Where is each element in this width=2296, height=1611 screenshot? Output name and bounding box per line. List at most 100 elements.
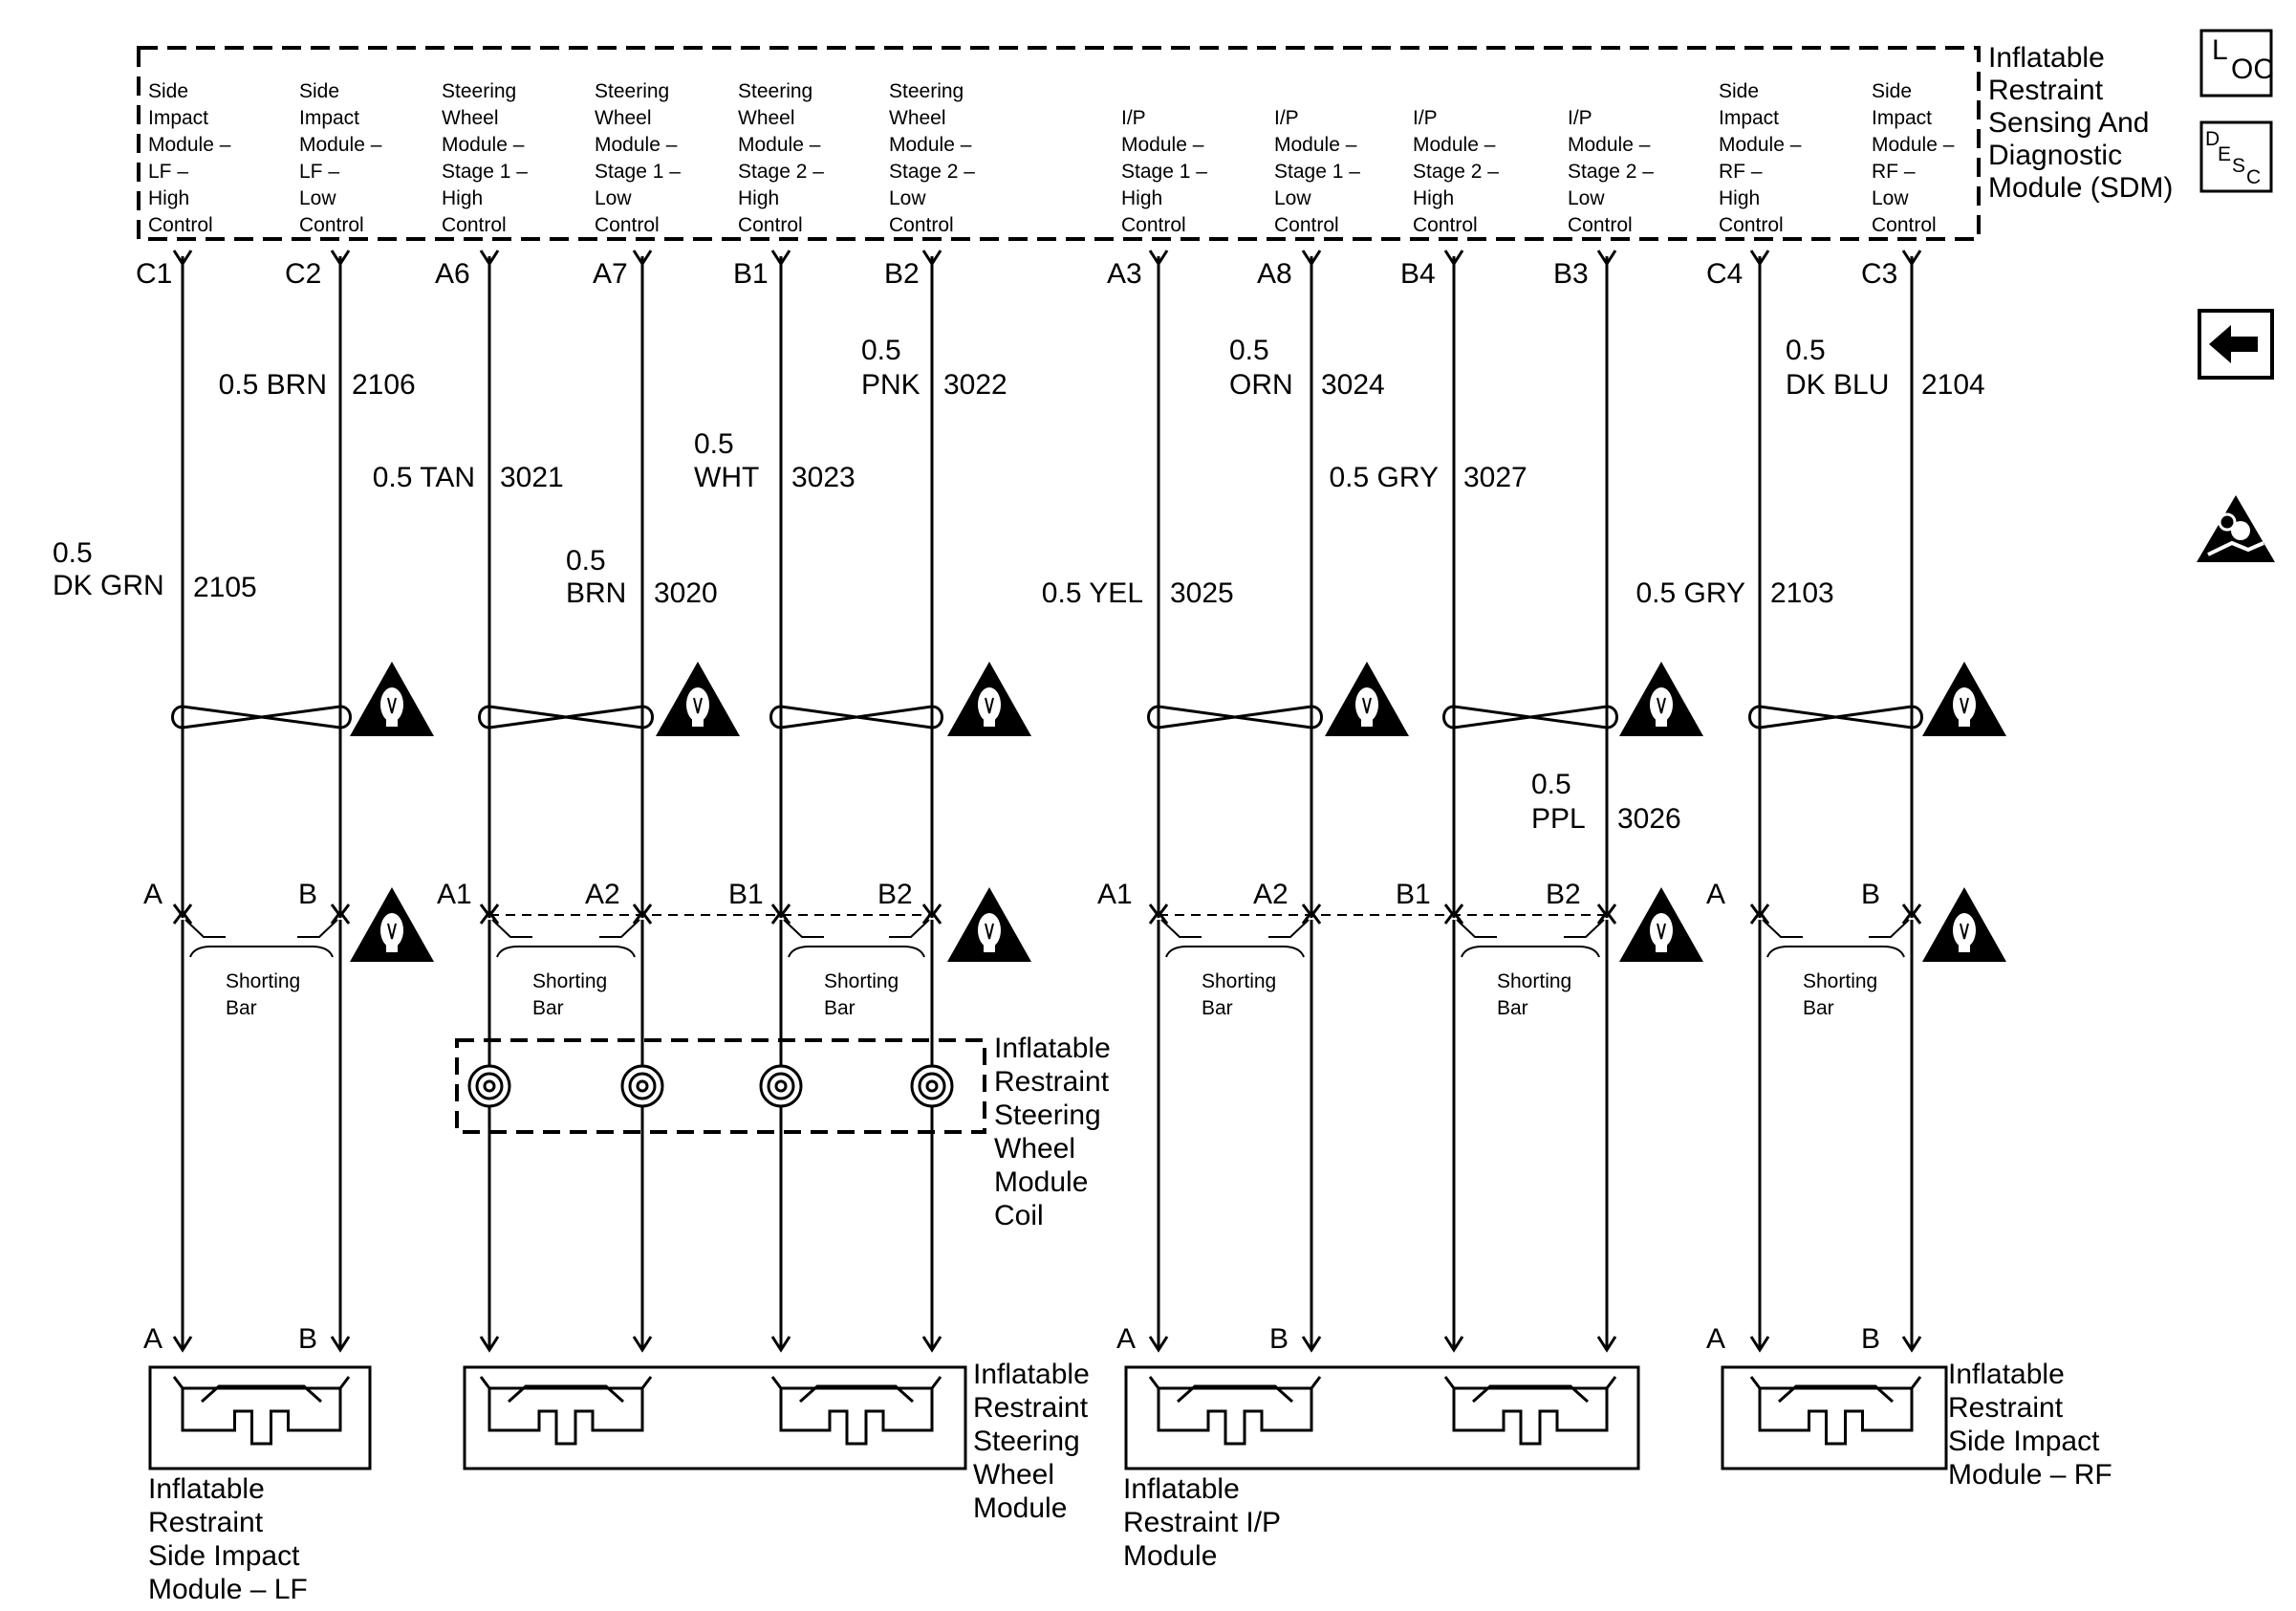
shorting-bar-label: Bar — [532, 997, 564, 1019]
wire-8 — [1443, 250, 1464, 1353]
warning-filament — [1960, 923, 1969, 940]
loc-icon-frame[interactable] — [2199, 29, 2273, 98]
airbag-head[interactable] — [2231, 521, 2250, 540]
twist-cap — [641, 705, 654, 729]
airbag-bag[interactable] — [2218, 512, 2237, 532]
sdm-channel-label: Control — [889, 214, 954, 236]
loc-icon[interactable]: LOC — [2199, 29, 2274, 98]
wire-4 — [770, 250, 791, 1353]
airbag-body[interactable] — [2207, 540, 2264, 556]
warning-bulb-base — [1959, 719, 1970, 727]
wire-arrow — [1749, 1336, 1770, 1353]
sdm-channel-label: Steering — [442, 80, 516, 102]
sdm-channel-label: Module – — [595, 134, 678, 156]
shorting-bar-label: Shorting — [824, 970, 899, 992]
wire-arrow — [770, 1336, 791, 1353]
wire-circuit-label: 3020 — [654, 577, 718, 609]
connector-pin-label: B — [298, 879, 317, 910]
sdm-pin-label: B4 — [1400, 258, 1436, 290]
wire-circuit-label: 2105 — [193, 572, 257, 603]
warning-filament — [1657, 923, 1666, 940]
wire-color-label: WHT — [694, 462, 759, 493]
module-pin-label: B — [1861, 1323, 1880, 1355]
twist-cap — [478, 705, 490, 729]
shorting-bar-line — [783, 919, 824, 938]
coil-ring — [467, 1064, 511, 1108]
shorting-bar-label: Bar — [1803, 997, 1834, 1019]
connector-terminal — [921, 909, 942, 925]
connector-terminal — [479, 909, 500, 925]
twist-cap — [769, 705, 782, 729]
twist-cap — [1310, 705, 1323, 729]
back-arrow-shape[interactable] — [2209, 325, 2258, 363]
shorting-bar-line — [297, 919, 338, 938]
warning-filament — [1657, 697, 1666, 714]
coil-ring — [774, 1079, 788, 1093]
desc-icon-letter: D — [2205, 128, 2220, 150]
sdm-channel-label: Module – — [148, 134, 231, 156]
module-box — [148, 1365, 372, 1470]
twist-cross — [780, 705, 933, 729]
squib-symbol — [1157, 1388, 1313, 1446]
wire-arrow — [921, 1336, 942, 1353]
airbag-warning-icon[interactable] — [2197, 495, 2275, 562]
wire-circuit-label: 3027 — [1463, 462, 1527, 493]
coil-ring — [636, 1079, 649, 1093]
left-arrow-icon[interactable] — [2198, 309, 2274, 380]
sdm-channel-label: Control — [1274, 214, 1339, 236]
squib-symbol — [1758, 1388, 1914, 1446]
connector-pin-label: A1 — [1097, 879, 1133, 910]
coil-ring — [910, 1064, 954, 1108]
sdm-channel-label: Stage 1 – — [595, 161, 681, 183]
sdm-channel-label: Stage 1 – — [442, 161, 528, 183]
connector-terminal — [1901, 903, 1922, 919]
warning-bulb-base — [984, 719, 995, 727]
desc-icon-frame[interactable] — [2199, 120, 2273, 193]
connector-pin-label: B — [1861, 879, 1880, 910]
twist-cap — [1147, 705, 1159, 729]
coil-label: Inflatable — [994, 1033, 1111, 1064]
sdm-title-line: Diagnostic — [1988, 140, 2122, 171]
sdm-channel-label: Control — [442, 214, 507, 236]
warning-bulb-base — [386, 719, 398, 727]
module-label: Module — [973, 1492, 1067, 1524]
module-pin-label: A — [1706, 1323, 1725, 1355]
shorting-bar-label: Shorting — [1497, 970, 1571, 992]
wire-arrow — [1301, 1336, 1322, 1353]
shorting-bar-label: Shorting — [532, 970, 607, 992]
connector-terminal — [172, 909, 193, 925]
sdm-channel-label: Low — [1274, 187, 1311, 209]
shorting-bar-line — [184, 919, 226, 938]
module-pin-label: A — [143, 1323, 162, 1355]
wire-arrow — [632, 1336, 653, 1353]
warning-icon — [947, 887, 1031, 962]
module-label: Module – RF — [1948, 1459, 2112, 1491]
loc-icon-letter: OC — [2231, 54, 2274, 85]
wire-color-label: PNK — [861, 369, 921, 401]
wire-3 — [632, 250, 653, 1353]
sdm-channel-label: Stage 2 – — [1413, 161, 1499, 183]
sdm-channel-label: Impact — [1872, 107, 1932, 129]
connector-terminal — [330, 909, 351, 925]
wire-color-label: 0.5 GRY — [1635, 577, 1745, 609]
connector-terminal — [1749, 903, 1770, 919]
warning-icon — [350, 887, 434, 962]
warning-icon — [1325, 662, 1409, 736]
sdm-channel-label: Module – — [1719, 134, 1802, 156]
coil-label: Coil — [994, 1200, 1044, 1231]
module-pin-label: B — [298, 1323, 317, 1355]
sdm-channel-label: LF – — [299, 161, 339, 183]
wire-circuit-label: 2103 — [1770, 577, 1834, 609]
sdm-channel-label: Stage 1 – — [1121, 161, 1207, 183]
shorting-bar-line — [1564, 919, 1605, 938]
sdm-channel-label: High — [738, 187, 779, 209]
module-label: Restraint I/P — [1123, 1507, 1281, 1538]
shorting-bar-label: Shorting — [1202, 970, 1276, 992]
